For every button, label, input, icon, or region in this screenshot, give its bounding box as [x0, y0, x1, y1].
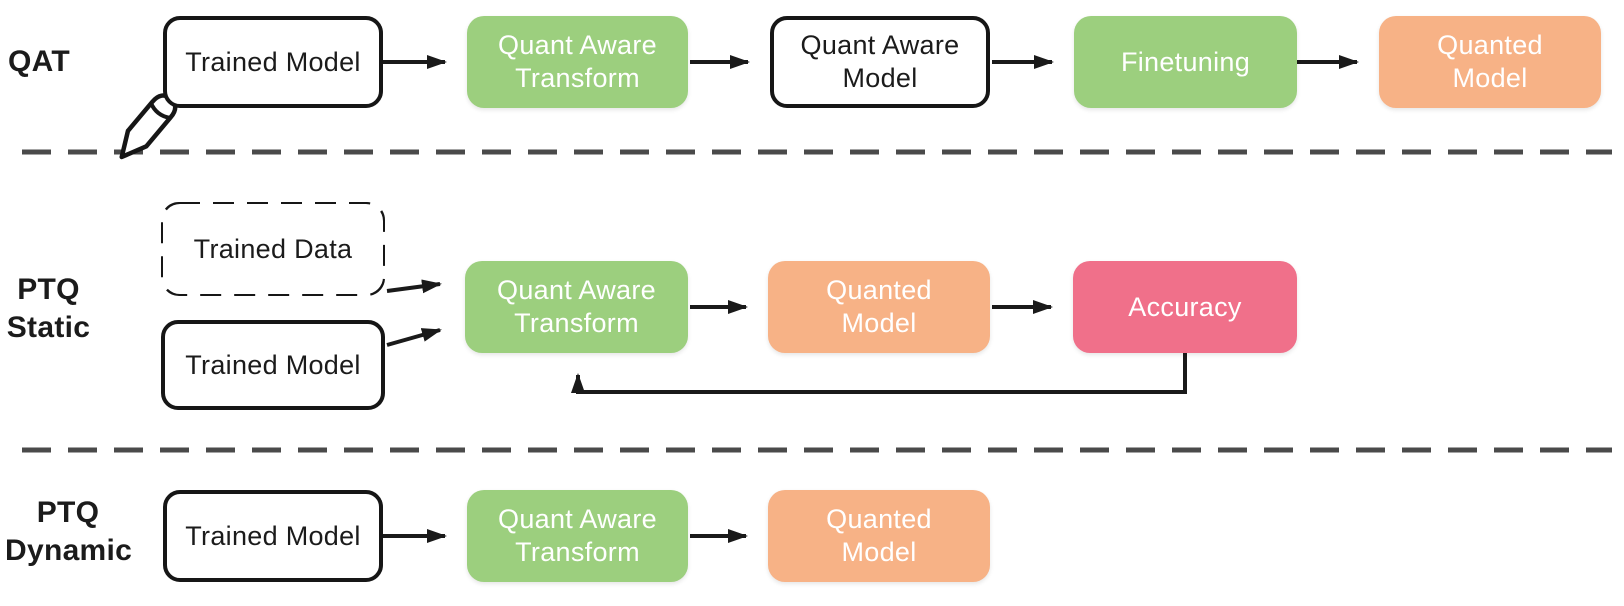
ptq-dynamic-trained-model-box: Trained Model [163, 490, 383, 582]
ptq-static-trained-model-box: Trained Model [161, 320, 385, 410]
trained-data-dashed-border [161, 202, 385, 296]
ptq-static-quanted-model-box: Quanted Model [768, 261, 990, 353]
arrow-trained-data-to-transform [386, 279, 442, 294]
ptq-static-trained-data-box: Trained Data [163, 204, 383, 294]
row-label-ptq-static: PTQ Static [6, 273, 91, 344]
qat-quant-aware-transform-box: Quant Aware Transform [467, 16, 688, 108]
ptq-dynamic-quant-aware-transform-box: Quant Aware Transform [467, 490, 688, 582]
row-label-ptq-dynamic: PTQ Dynamic [5, 496, 133, 567]
row-label-qat: QAT [8, 45, 70, 78]
qat-trained-model-box: Trained Model [163, 16, 383, 108]
ptq-dynamic-quanted-model-box: Quanted Model [768, 490, 990, 582]
qat-finetuning-box: Finetuning [1074, 16, 1297, 108]
qat-quanted-model-box: Quanted Model [1379, 16, 1601, 108]
qat-quant-aware-model-box: Quant Aware Model [770, 16, 990, 108]
ptq-static-quant-aware-transform-box: Quant Aware Transform [465, 261, 688, 353]
feedback-arrow-accuracy-to-transform [571, 353, 1187, 394]
arrow-trained-model-to-transform [386, 328, 442, 347]
ptq-static-accuracy-box: Accuracy [1073, 261, 1297, 353]
